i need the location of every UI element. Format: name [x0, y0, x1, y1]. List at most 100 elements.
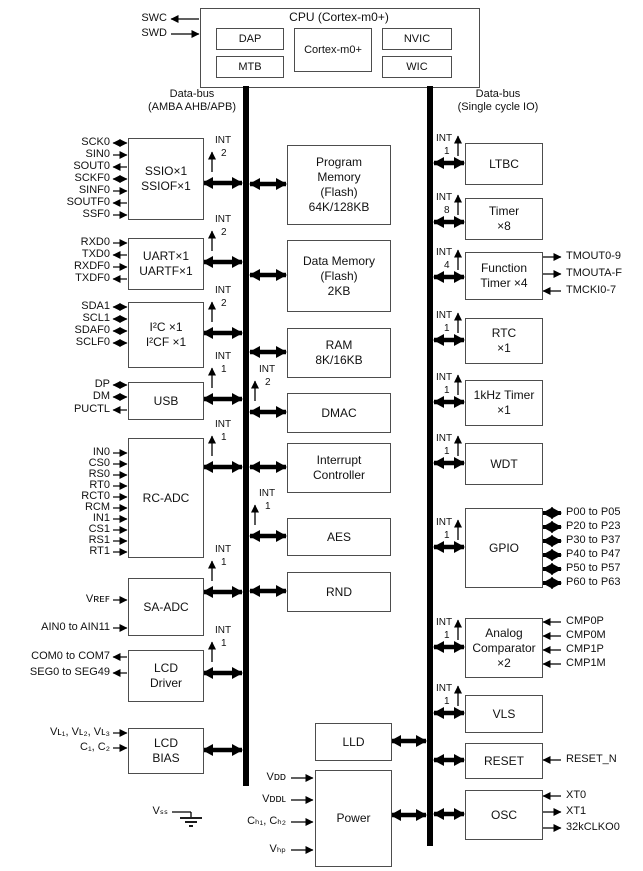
signal-label-acomp-2: CMP1P: [566, 643, 604, 655]
int-label-timer: INT: [436, 192, 453, 203]
signal-label-ssio-3: SCKF0: [74, 172, 110, 184]
signal-label-gpio-1: P20 to P23: [566, 520, 621, 532]
signal-label-lcdbias-1: C₁, C₂: [80, 741, 110, 753]
signal-label-i2c-0: SDA1: [81, 300, 110, 312]
signal-label-osc-2: 32kCLKO0: [566, 821, 620, 833]
cpu-dap: DAP: [216, 28, 284, 50]
signal-label-rcadc-1: CS0: [88, 457, 110, 469]
signal-label-power-0: Vᴅᴅ: [266, 771, 286, 783]
signal-label-uart-2: RXDF0: [73, 260, 110, 272]
block-saadc: SA-ADC: [128, 578, 204, 636]
int-label-usb: INT: [215, 351, 232, 362]
signal-label-rcadc-0: IN0: [92, 446, 110, 458]
block-aes: AES: [287, 518, 391, 556]
int-label-wdt: INT: [436, 433, 453, 444]
signal-label-rcadc-8: RS1: [88, 534, 110, 546]
signal-label-ssio-2: SOUT0: [73, 160, 110, 172]
signal-label-gpio-3: P40 to P47: [566, 548, 621, 560]
cpu-title: CPU (Cortex-m0+): [289, 10, 389, 24]
block-khztimer: 1kHz Timer ×1: [465, 380, 543, 426]
block-lld: LLD: [315, 723, 392, 761]
single-cycle-io-bus: [427, 86, 433, 846]
int-label-khztimer: INT: [436, 372, 453, 383]
signal-label-gpio-0: P00 to P05: [566, 506, 621, 518]
block-datamem: Data Memory (Flash) 2KB: [287, 240, 391, 312]
int-count-gpio: 1: [444, 530, 450, 541]
signal-label-ssio-1: SIN0: [85, 148, 110, 160]
signal-label-rcadc-9: RT1: [89, 545, 110, 557]
signal-label-saadc-0: Vʀᴇꜰ: [85, 593, 110, 605]
int-count-usb: 1: [221, 364, 227, 375]
int-count-i2c: 2: [221, 298, 227, 309]
block-reset: RESET: [465, 743, 543, 779]
block-wdt: WDT: [465, 443, 543, 485]
int-count-timer: 8: [444, 205, 450, 216]
block-acomp: Analog Comparator ×2: [465, 618, 543, 678]
cpu-wic: WIC: [382, 56, 452, 78]
signal-label-acomp-0: CMP0P: [566, 615, 604, 627]
int-label-acomp: INT: [436, 617, 453, 628]
signal-label-functimer-1: TMOUTA-F: [566, 267, 623, 279]
signal-label-lcddrv-1: SEG0 to SEG49: [29, 666, 110, 678]
int-count-functimer: 4: [444, 260, 450, 271]
signal-label-rcadc-6: IN1: [92, 512, 110, 524]
block-lcddrv: LCD Driver: [128, 650, 204, 702]
signal-label-lcddrv-0: COM0 to COM7: [31, 650, 110, 662]
int-label-dmac: INT: [259, 364, 276, 375]
right-bus-sublabel: (Single cycle IO): [457, 101, 539, 113]
block-ram: RAM 8K/16KB: [287, 328, 391, 378]
int-count-rtc: 1: [444, 323, 450, 334]
block-dmac: DMAC: [287, 393, 391, 433]
right-bus-label: Data-bus: [475, 88, 521, 100]
signal-label-uart-3: TXDF0: [75, 272, 110, 284]
int-label-lcddrv: INT: [215, 625, 232, 636]
left-bus-sublabel: (AMBA AHB/APB): [147, 101, 237, 113]
int-label-rtc: INT: [436, 310, 453, 321]
block-timer: Timer ×8: [465, 198, 543, 240]
block-rnd: RND: [287, 572, 391, 612]
cpu-nvic: NVIC: [382, 28, 452, 50]
int-label-ssio: INT: [215, 135, 232, 146]
int-count-ssio: 2: [221, 148, 227, 159]
block-power: Power: [315, 770, 392, 867]
signal-label-ssio-4: SINF0: [78, 184, 110, 196]
int-count-rcadc: 1: [221, 432, 227, 443]
signal-label-rcadc-7: CS1: [88, 523, 110, 535]
int-count-ltbc: 1: [444, 146, 450, 157]
block-rtc: RTC ×1: [465, 318, 543, 364]
int-count-dmac: 2: [265, 377, 271, 388]
int-count-wdt: 1: [444, 446, 450, 457]
signal-label-uart-0: RXD0: [80, 236, 110, 248]
swd-label: SWD: [141, 27, 167, 39]
cpu-mtb: MTB: [216, 56, 284, 78]
signal-label-rcadc-2: RS0: [88, 468, 110, 480]
block-i2c: I²C ×1 I²CF ×1: [128, 302, 204, 368]
int-label-rcadc: INT: [215, 419, 232, 430]
int-count-vls: 1: [444, 696, 450, 707]
signal-label-usb-2: PUCTL: [73, 403, 110, 415]
signal-label-rcadc-5: RCM: [84, 501, 110, 513]
signal-label-lcdbias-0: Vʟ₁, Vʟ₂, Vʟ₃: [49, 726, 110, 738]
block-ssio: SSIO×1 SSIOF×1: [128, 138, 204, 220]
signal-label-gpio-2: P30 to P37: [566, 534, 621, 546]
signal-label-power-2: Cₕ₁, Cₕ₂: [247, 815, 286, 827]
block-intctrl: Interrupt Controller: [287, 443, 391, 493]
signal-label-gpio-4: P50 to P57: [566, 562, 621, 574]
block-lcdbias: LCD BIAS: [128, 728, 204, 774]
signal-label-functimer-2: TMCKI0-7: [566, 284, 617, 296]
signal-label-ssio-5: SOUTF0: [66, 196, 110, 208]
int-label-gpio: INT: [436, 517, 453, 528]
signal-label-i2c-3: SCLF0: [75, 336, 110, 348]
block-osc: OSC: [465, 790, 543, 840]
ahb-apb-bus: [243, 86, 249, 786]
block-vls: VLS: [465, 695, 543, 733]
signal-label-saadc-1: AIN0 to AIN11: [41, 621, 110, 633]
signal-label-acomp-1: CMP0M: [566, 629, 606, 641]
swc-label: SWC: [141, 12, 167, 24]
block-gpio: GPIO: [465, 508, 543, 588]
block-progmem: Program Memory (Flash) 64K/128KB: [287, 145, 391, 225]
int-label-aes: INT: [259, 488, 276, 499]
signal-label-acomp-3: CMP1M: [566, 657, 606, 669]
